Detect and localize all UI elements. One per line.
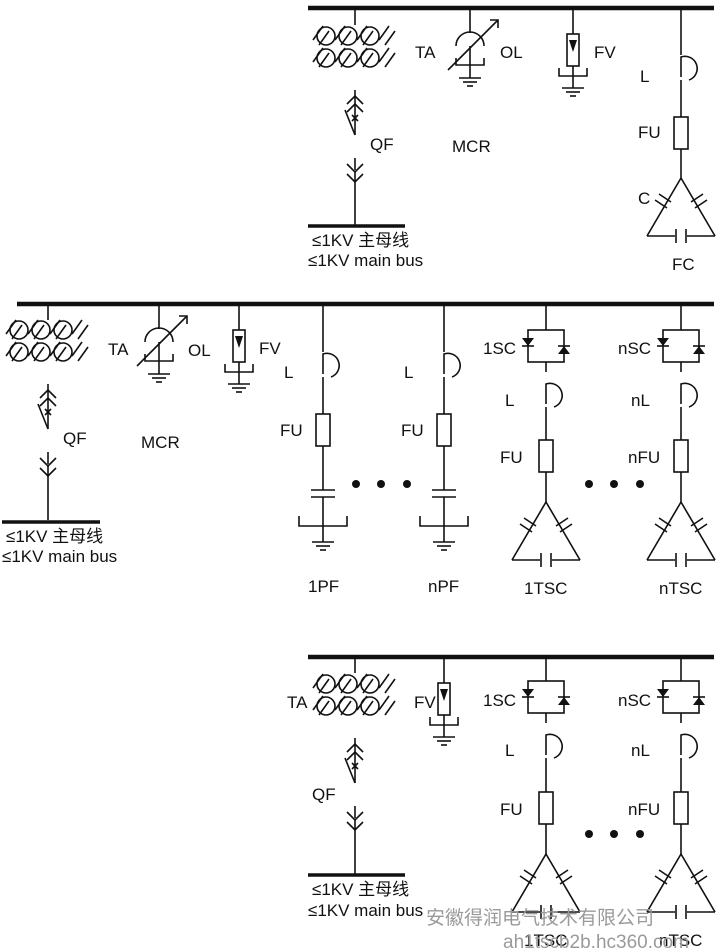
label-ta-3: TA bbox=[287, 693, 308, 712]
label-fv-1: FV bbox=[594, 43, 616, 62]
label-ta-1: TA bbox=[415, 43, 436, 62]
label-bus-en-2: ≤1KV main bus bbox=[2, 547, 117, 566]
label-bus-en-3: ≤1KV main bus bbox=[308, 901, 423, 920]
label-mcr-1: MCR bbox=[452, 137, 491, 156]
label-l-1tsc-3: L bbox=[505, 741, 514, 760]
label-fc: FC bbox=[672, 255, 695, 274]
label-l-1tsc-2: L bbox=[505, 391, 514, 410]
diagram-2: TA QF ≤1KV 主母线 ≤1KV main bus OL MCR FV L… bbox=[2, 301, 716, 598]
reactor-1tsc-3 bbox=[545, 733, 563, 759]
label-1sc-2: 1SC bbox=[483, 339, 516, 358]
reactor-1tsc-2 bbox=[545, 382, 563, 408]
label-qf-3: QF bbox=[312, 785, 336, 804]
surge-arrester-1 bbox=[558, 7, 588, 97]
label-bus-en-1: ≤1KV main bus bbox=[308, 251, 423, 270]
capacitor-bank-ntsc-2 bbox=[646, 501, 716, 568]
label-npf: nPF bbox=[428, 577, 459, 596]
label-fv-2: FV bbox=[259, 339, 281, 358]
label-l-1: L bbox=[640, 67, 649, 86]
surge-arrester-2 bbox=[224, 303, 254, 393]
fuse-1 bbox=[673, 116, 689, 150]
label-qf-2: QF bbox=[63, 429, 87, 448]
reactor-ntsc-2 bbox=[680, 382, 698, 408]
label-mcr-2: MCR bbox=[141, 433, 180, 452]
label-fu-1tsc-2: FU bbox=[500, 448, 523, 467]
label-1tsc-3: 1TSC bbox=[524, 931, 567, 950]
label-nsc-2: nSC bbox=[618, 339, 651, 358]
label-ol-1: OL bbox=[500, 43, 523, 62]
thyristor-switch-1sc-2 bbox=[521, 323, 571, 373]
current-transformer-2 bbox=[5, 319, 89, 362]
fuse-1pf bbox=[315, 413, 331, 447]
label-nl-3: nL bbox=[631, 741, 650, 760]
label-bus-cn-2: ≤1KV 主母线 bbox=[6, 527, 103, 546]
thyristor-switch-nsc-3 bbox=[656, 674, 706, 724]
watermark-url: ah1tscb2b.hc360.com bbox=[503, 932, 689, 952]
reactor-ntsc-3 bbox=[680, 733, 698, 759]
fuse-ntsc-3 bbox=[673, 791, 689, 825]
label-fu-1tsc-3: FU bbox=[500, 800, 523, 819]
capacitor-bank-1tsc-2 bbox=[511, 501, 581, 568]
label-fu-1: FU bbox=[638, 123, 661, 142]
mcr-1 bbox=[447, 7, 499, 87]
mcr-2 bbox=[136, 303, 188, 383]
diagram-1: TA QF ≤1KV 主母线 ≤1KV main bus OL MCR FV L… bbox=[308, 5, 716, 274]
fuse-1tsc-2 bbox=[538, 439, 554, 473]
ellipsis-dots-tsc-3 bbox=[585, 830, 644, 838]
label-c-1: C bbox=[638, 189, 650, 208]
label-ol-2: OL bbox=[188, 341, 211, 360]
label-1pf: 1PF bbox=[308, 577, 339, 596]
label-nsc-3: nSC bbox=[618, 691, 651, 710]
thyristor-switch-nsc-2 bbox=[656, 323, 706, 373]
capacitor-bank-fc bbox=[646, 177, 716, 244]
label-qf-1: QF bbox=[370, 135, 394, 154]
label-ntsc-3: nTSC bbox=[659, 931, 702, 950]
label-ntsc-2: nTSC bbox=[659, 579, 702, 598]
fuse-1tsc-3 bbox=[538, 791, 554, 825]
current-transformer-1 bbox=[312, 25, 396, 68]
fuse-ntsc-2 bbox=[673, 439, 689, 473]
diagram-3: TA QF ≤1KV 主母线 ≤1KV main bus FV 1SC L FU… bbox=[287, 654, 716, 950]
label-1tsc-2: 1TSC bbox=[524, 579, 567, 598]
filter-npf bbox=[419, 489, 469, 551]
ellipsis-dots-tsc-2 bbox=[585, 480, 644, 488]
label-nfu-2: nFU bbox=[628, 448, 660, 467]
reactor-1pf bbox=[322, 352, 340, 378]
label-fv-3: FV bbox=[414, 693, 436, 712]
fuse-npf bbox=[436, 413, 452, 447]
filter-1pf bbox=[298, 489, 348, 551]
capacitor-bank-ntsc-3 bbox=[646, 853, 716, 920]
label-l-npf: L bbox=[404, 363, 413, 382]
label-bus-cn-1: ≤1KV 主母线 bbox=[312, 231, 409, 250]
breaker-1 bbox=[344, 89, 364, 227]
label-fu-npf: FU bbox=[401, 421, 424, 440]
label-nl-2: nL bbox=[631, 391, 650, 410]
label-bus-cn-3: ≤1KV 主母线 bbox=[312, 880, 409, 899]
breaker-3 bbox=[344, 737, 364, 875]
watermark-company: 安徽得润电气技术有限公司 bbox=[426, 907, 654, 929]
reactor-npf bbox=[443, 352, 461, 378]
label-l-1pf: L bbox=[284, 363, 293, 382]
label-1sc-3: 1SC bbox=[483, 691, 516, 710]
breaker-2 bbox=[37, 383, 57, 521]
ellipsis-dots-pf bbox=[352, 480, 411, 488]
label-fu-1pf: FU bbox=[280, 421, 303, 440]
thyristor-switch-1sc-3 bbox=[521, 674, 571, 724]
current-transformer-3 bbox=[312, 673, 396, 716]
label-ta-2: TA bbox=[108, 340, 129, 359]
label-nfu-3: nFU bbox=[628, 800, 660, 819]
reactor-1 bbox=[680, 55, 698, 81]
